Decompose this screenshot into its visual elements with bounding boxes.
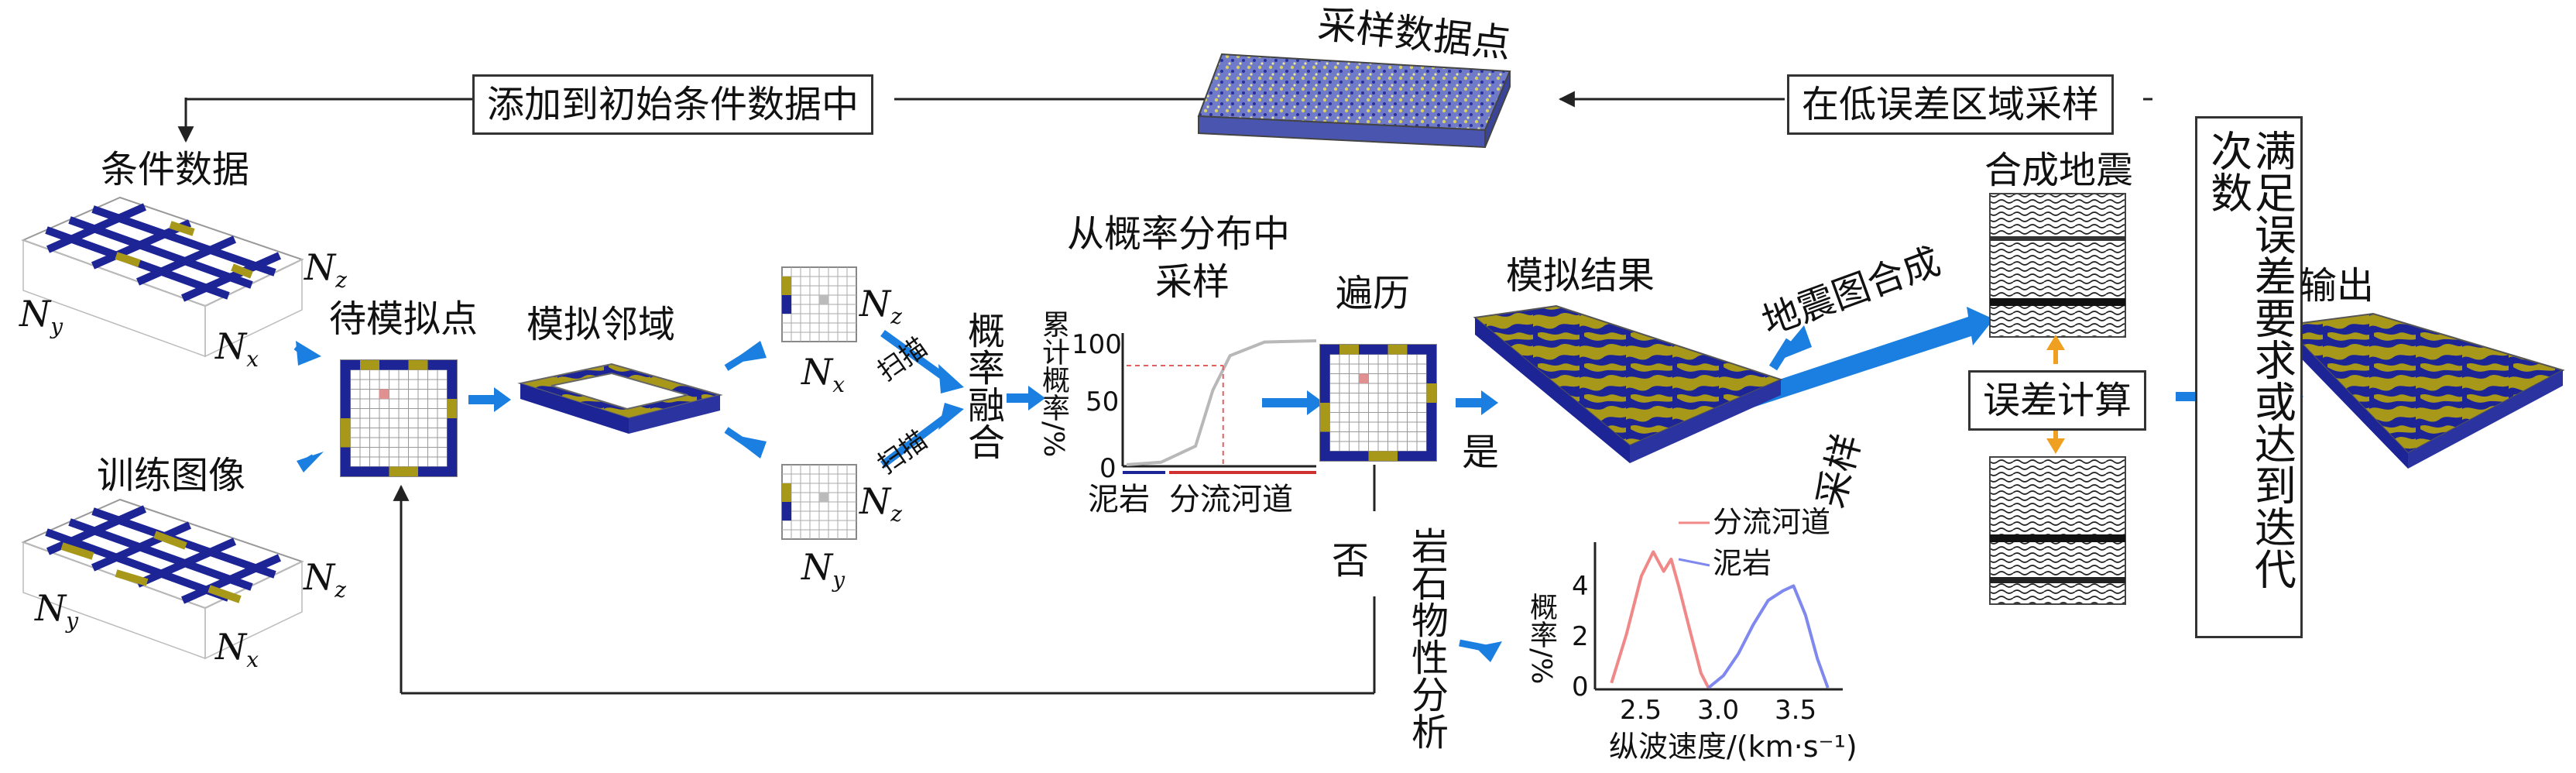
dens-legend-channel: 分流河道 — [1713, 505, 1831, 539]
dens-ytick-0: 0 — [1572, 672, 1589, 703]
nx-symbol-bottom: Nx — [215, 626, 259, 673]
sim-neighborhood-frame — [517, 362, 723, 434]
box-add-to-initial: 添加到初始条件数据中 — [472, 74, 874, 135]
label-synthetic-seismic: 合成地震 — [1984, 149, 2134, 192]
top-feedback-loop — [177, 91, 2152, 143]
dens-xtick-35: 3.5 — [1775, 695, 1817, 726]
sim-result-slab — [1473, 304, 1783, 463]
label-traverse: 遍历 — [1336, 272, 1411, 315]
template-grid-yz — [781, 464, 857, 540]
cdf-ylabel: 累计概率/% — [1038, 310, 1069, 458]
label-point-to-simulate: 待模拟点 — [329, 297, 478, 341]
cdf-ytick-100: 100 — [1072, 329, 1122, 360]
dens-xtick-25: 2.5 — [1620, 695, 1662, 726]
nz-symbol-top: Nz — [304, 246, 348, 294]
label-training-image: 训练图像 — [97, 454, 246, 497]
box-meets-criteria: 满足误差要求或达到迭代次数 — [2195, 116, 2303, 638]
label-sample-from-dist-1: 从概率分布中 — [1067, 212, 1291, 256]
cdf-cat-mudstone: 泥岩 — [1088, 482, 1150, 517]
label-sim-neighborhood: 模拟邻域 — [527, 303, 676, 346]
ny-symbol-template: Ny — [801, 546, 846, 593]
condition-data-grid — [21, 196, 304, 358]
nx-symbol-template: Nx — [801, 351, 846, 398]
dens-ytick-4: 4 — [1572, 571, 1589, 602]
template-grid-xz — [781, 266, 857, 342]
nz-symbol-bottom: Nz — [304, 556, 347, 603]
dens-ylabel: 概率/% — [1525, 593, 1557, 685]
density-chart — [1593, 521, 1843, 691]
box-error-calc: 误差计算 — [1968, 370, 2147, 431]
blue-flow-arrows — [293, 307, 2303, 662]
cdf-cat-channel: 分流河道 — [1169, 482, 1293, 517]
label-output: 输出 — [2300, 264, 2375, 307]
traverse-grid — [1319, 344, 1437, 462]
nz-symbol-template-1: Nz — [859, 283, 903, 330]
label-sim-result: 模拟结果 — [1506, 254, 1655, 297]
density-series-0 — [1610, 550, 1710, 689]
dens-ytick-2: 2 — [1572, 621, 1589, 652]
label-petro-analysis: 岩石物性分析 — [1405, 527, 1448, 750]
ny-symbol-bottom: Ny — [35, 587, 79, 634]
label-condition-data: 条件数据 — [101, 148, 250, 191]
sampling-points-cube — [1197, 53, 1511, 149]
ny-symbol-top: Ny — [19, 293, 63, 340]
cdf-chart — [1121, 333, 1317, 474]
synthetic-seismic-panels — [1989, 193, 2126, 605]
bottom-feedback-loop — [393, 465, 1376, 695]
label-no: 否 — [1332, 539, 1370, 582]
label-sample-from-dist-2: 采样 — [1155, 260, 1230, 304]
nx-symbol-top: Nx — [215, 325, 259, 373]
simulate-point-grid — [340, 359, 458, 477]
dens-xtick-30: 3.0 — [1697, 695, 1740, 726]
training-image-grid — [21, 498, 304, 660]
output-slab — [2282, 312, 2565, 469]
dens-legend-mudstone: 泥岩 — [1713, 546, 1772, 580]
density-series-1 — [1707, 584, 1830, 689]
label-prob-fusion: 概率融合 — [961, 311, 1004, 460]
nz-symbol-template-2: Nz — [859, 480, 903, 527]
dens-xlabel: 纵波速度/(km·s⁻¹) — [1609, 730, 1857, 764]
cdf-ytick-50: 50 — [1086, 386, 1120, 417]
box-sample-low-error: 在低误差区域采样 — [1787, 74, 2115, 135]
cdf-ytick-0: 0 — [1099, 453, 1116, 484]
cdf-curve — [1126, 339, 1317, 466]
label-yes: 是 — [1462, 431, 1500, 474]
